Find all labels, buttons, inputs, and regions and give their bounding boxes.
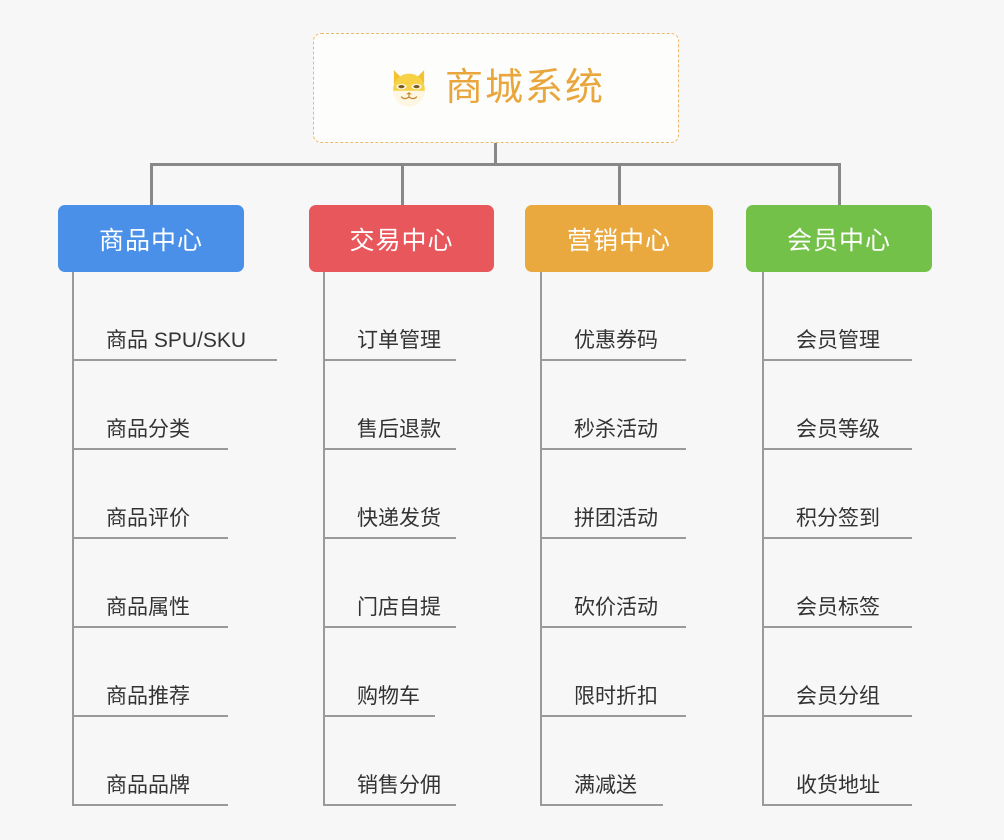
leaf-item-underline — [323, 626, 456, 628]
leaf-item-label: 会员分组 — [796, 685, 880, 708]
leaf-item-label: 商品评价 — [106, 507, 190, 530]
connector-drop-4 — [838, 163, 841, 205]
leaf-item[interactable]: 购物车 — [323, 628, 475, 717]
column-spine — [323, 272, 325, 806]
branch-header-3[interactable]: 营销中心 — [525, 205, 713, 272]
leaf-item-underline — [762, 626, 912, 628]
branch-header-2[interactable]: 交易中心 — [309, 205, 494, 272]
leaf-item[interactable]: 售后退款 — [323, 361, 496, 450]
column-spine — [72, 272, 74, 806]
connector-horizontal-bus — [151, 163, 839, 166]
leaf-item-underline — [72, 359, 277, 361]
leaf-item-label: 商品分类 — [106, 418, 190, 441]
connector-drop-1 — [150, 163, 153, 205]
leaf-item-label: 拼团活动 — [574, 507, 658, 530]
leaf-item[interactable]: 砍价活动 — [540, 539, 726, 628]
leaf-item-label: 满减送 — [574, 774, 637, 797]
column-spine — [540, 272, 542, 806]
leaf-item[interactable]: 会员标签 — [762, 539, 952, 628]
root-title: 商城系统 — [444, 67, 605, 109]
leaf-item-label: 销售分佣 — [357, 774, 441, 797]
leaf-item-underline — [72, 537, 228, 539]
leaf-item-label: 优惠券码 — [574, 329, 658, 352]
shiba-dog-face-icon — [393, 70, 425, 107]
leaf-item-underline — [762, 537, 912, 539]
leaf-item[interactable]: 积分签到 — [762, 450, 952, 539]
leaf-item-underline — [323, 715, 435, 717]
leaf-item-label: 商品品牌 — [106, 774, 190, 797]
root-node[interactable]: 商城系统 — [313, 33, 679, 143]
column-spine — [762, 272, 764, 806]
leaf-item-label: 购物车 — [357, 685, 420, 708]
leaf-item-underline — [540, 448, 686, 450]
leaf-item-underline — [72, 715, 228, 717]
leaf-item[interactable]: 拼团活动 — [540, 450, 726, 539]
leaf-item-label: 商品 SPU/SKU — [106, 329, 247, 352]
leaf-item[interactable]: 会员分组 — [762, 628, 952, 717]
leaf-item[interactable]: 商品品牌 — [72, 717, 268, 806]
leaf-item[interactable]: 收货地址 — [762, 717, 952, 806]
connector-drop-2 — [400, 163, 404, 205]
leaf-item-underline — [72, 804, 228, 806]
leaf-item[interactable]: 商品 SPU/SKU — [72, 272, 317, 361]
leaf-item[interactable]: 订单管理 — [323, 272, 496, 361]
branch-header-4[interactable]: 会员中心 — [746, 205, 932, 272]
leaf-item-underline — [540, 359, 686, 361]
leaf-item[interactable]: 会员管理 — [762, 272, 952, 361]
leaf-item-label: 会员等级 — [796, 418, 880, 441]
leaf-item-label: 商品推荐 — [106, 685, 190, 708]
connector-root-stem — [494, 143, 497, 165]
leaf-item[interactable]: 限时折扣 — [540, 628, 726, 717]
branch-header-1[interactable]: 商品中心 — [58, 205, 244, 272]
leaf-item-underline — [540, 537, 686, 539]
leaf-item-underline — [323, 537, 456, 539]
leaf-item-label: 砍价活动 — [574, 596, 658, 619]
leaf-item[interactable]: 销售分佣 — [323, 717, 496, 806]
leaf-item[interactable]: 秒杀活动 — [540, 361, 726, 450]
leaf-item-underline — [540, 715, 686, 717]
leaf-item-underline — [323, 448, 456, 450]
leaf-item-label: 会员标签 — [796, 596, 880, 619]
leaf-item[interactable]: 会员等级 — [762, 361, 952, 450]
leaf-item[interactable]: 快递发货 — [323, 450, 496, 539]
branch-header-label: 会员中心 — [786, 226, 891, 255]
leaf-item-underline — [323, 804, 456, 806]
leaf-item-label: 秒杀活动 — [574, 418, 658, 441]
leaf-item-label: 快递发货 — [357, 507, 441, 530]
leaf-item-label: 商品属性 — [106, 596, 190, 619]
leaf-item-label: 限时折扣 — [574, 685, 658, 708]
leaf-item[interactable]: 满减送 — [540, 717, 703, 806]
branch-header-label: 商品中心 — [98, 226, 203, 255]
leaf-item[interactable]: 商品评价 — [72, 450, 268, 539]
leaf-item-underline — [72, 626, 228, 628]
leaf-item-underline — [762, 448, 912, 450]
leaf-item[interactable]: 商品推荐 — [72, 628, 268, 717]
leaf-item-underline — [540, 804, 663, 806]
leaf-item-label: 会员管理 — [796, 329, 880, 352]
leaf-item-underline — [762, 804, 912, 806]
leaf-item-label: 订单管理 — [357, 329, 441, 352]
leaf-item-label: 收货地址 — [796, 774, 880, 797]
leaf-item[interactable]: 商品属性 — [72, 539, 268, 628]
leaf-item-underline — [323, 359, 456, 361]
leaf-item-label: 积分签到 — [796, 507, 880, 530]
branch-header-label: 交易中心 — [349, 226, 454, 255]
leaf-item-label: 售后退款 — [357, 418, 441, 441]
leaf-item-label: 门店自提 — [357, 596, 441, 619]
leaf-item[interactable]: 门店自提 — [323, 539, 496, 628]
connector-drop-3 — [618, 163, 621, 205]
branch-header-label: 营销中心 — [566, 226, 671, 255]
leaf-item-underline — [540, 626, 686, 628]
leaf-item-underline — [762, 715, 912, 717]
leaf-item[interactable]: 优惠券码 — [540, 272, 726, 361]
leaf-item[interactable]: 商品分类 — [72, 361, 268, 450]
leaf-item-underline — [762, 359, 912, 361]
leaf-item-underline — [72, 448, 228, 450]
